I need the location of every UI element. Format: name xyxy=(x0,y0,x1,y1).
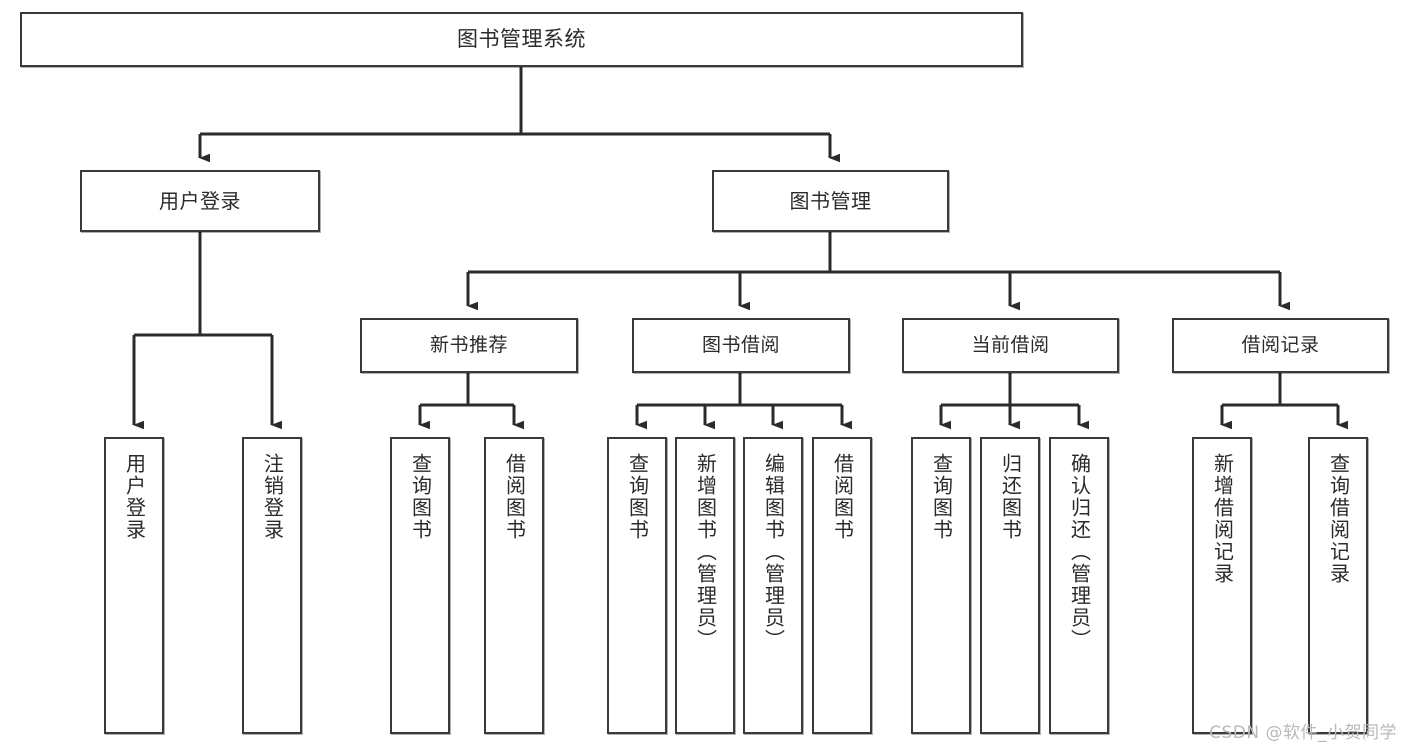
leaf-book-borrow-3[interactable]: 借阅图书 xyxy=(812,437,872,734)
leaf-current-borrow-0[interactable]: 查询图书 xyxy=(911,437,971,734)
node-label: 新书推荐 xyxy=(429,333,508,356)
leaf-user-login-0[interactable]: 用户登录 xyxy=(104,437,164,734)
node-label: 图书管理 xyxy=(789,188,872,213)
node-root-book-management-system[interactable]: 图书管理系统 xyxy=(20,12,1023,67)
node-label: 图书管理系统 xyxy=(457,27,586,52)
node-label: 当前借阅 xyxy=(971,333,1050,356)
leaf-book-borrow-2[interactable]: 编辑图书（管理员） xyxy=(743,437,803,734)
node-label: 查询图书 xyxy=(929,453,954,541)
node-label: 注销登录 xyxy=(260,453,285,541)
leaf-new-book-recommend-0[interactable]: 查询图书 xyxy=(390,437,450,734)
leaf-book-borrow-1[interactable]: 新增图书（管理员） xyxy=(675,437,735,734)
leaf-borrow-record-0[interactable]: 新增借阅记录 xyxy=(1192,437,1252,734)
leaf-user-login-1[interactable]: 注销登录 xyxy=(242,437,302,734)
leaf-current-borrow-2[interactable]: 确认归还（管理员） xyxy=(1049,437,1109,734)
node-label: 借阅图书 xyxy=(502,453,527,541)
watermark-text: CSDN @软件_小贺同学 xyxy=(1209,723,1397,743)
node-current-borrow[interactable]: 当前借阅 xyxy=(902,318,1119,373)
node-label: 新增借阅记录 xyxy=(1210,453,1235,585)
node-user-login[interactable]: 用户登录 xyxy=(80,170,320,232)
leaf-new-book-recommend-1[interactable]: 借阅图书 xyxy=(484,437,544,734)
node-label: 用户登录 xyxy=(122,453,147,541)
node-label: 确认归还（管理员） xyxy=(1067,453,1092,651)
node-new-book-recommend[interactable]: 新书推荐 xyxy=(360,318,578,373)
node-label: 查询图书 xyxy=(625,453,650,541)
node-label: 新增图书（管理员） xyxy=(693,453,718,651)
node-label: 图书借阅 xyxy=(701,333,780,356)
node-book-borrow[interactable]: 图书借阅 xyxy=(632,318,850,373)
node-book-management[interactable]: 图书管理 xyxy=(712,170,949,232)
node-label: 用户登录 xyxy=(159,188,241,213)
node-label: 归还图书 xyxy=(998,453,1023,541)
node-label: 查询图书 xyxy=(408,453,433,541)
node-label: 查询借阅记录 xyxy=(1326,453,1351,585)
node-label: 编辑图书（管理员） xyxy=(761,453,786,651)
node-label: 借阅图书 xyxy=(830,453,855,541)
leaf-current-borrow-1[interactable]: 归还图书 xyxy=(980,437,1040,734)
node-borrow-record[interactable]: 借阅记录 xyxy=(1172,318,1389,373)
node-label: 借阅记录 xyxy=(1241,333,1320,356)
leaf-book-borrow-0[interactable]: 查询图书 xyxy=(607,437,667,734)
leaf-borrow-record-1[interactable]: 查询借阅记录 xyxy=(1308,437,1368,734)
